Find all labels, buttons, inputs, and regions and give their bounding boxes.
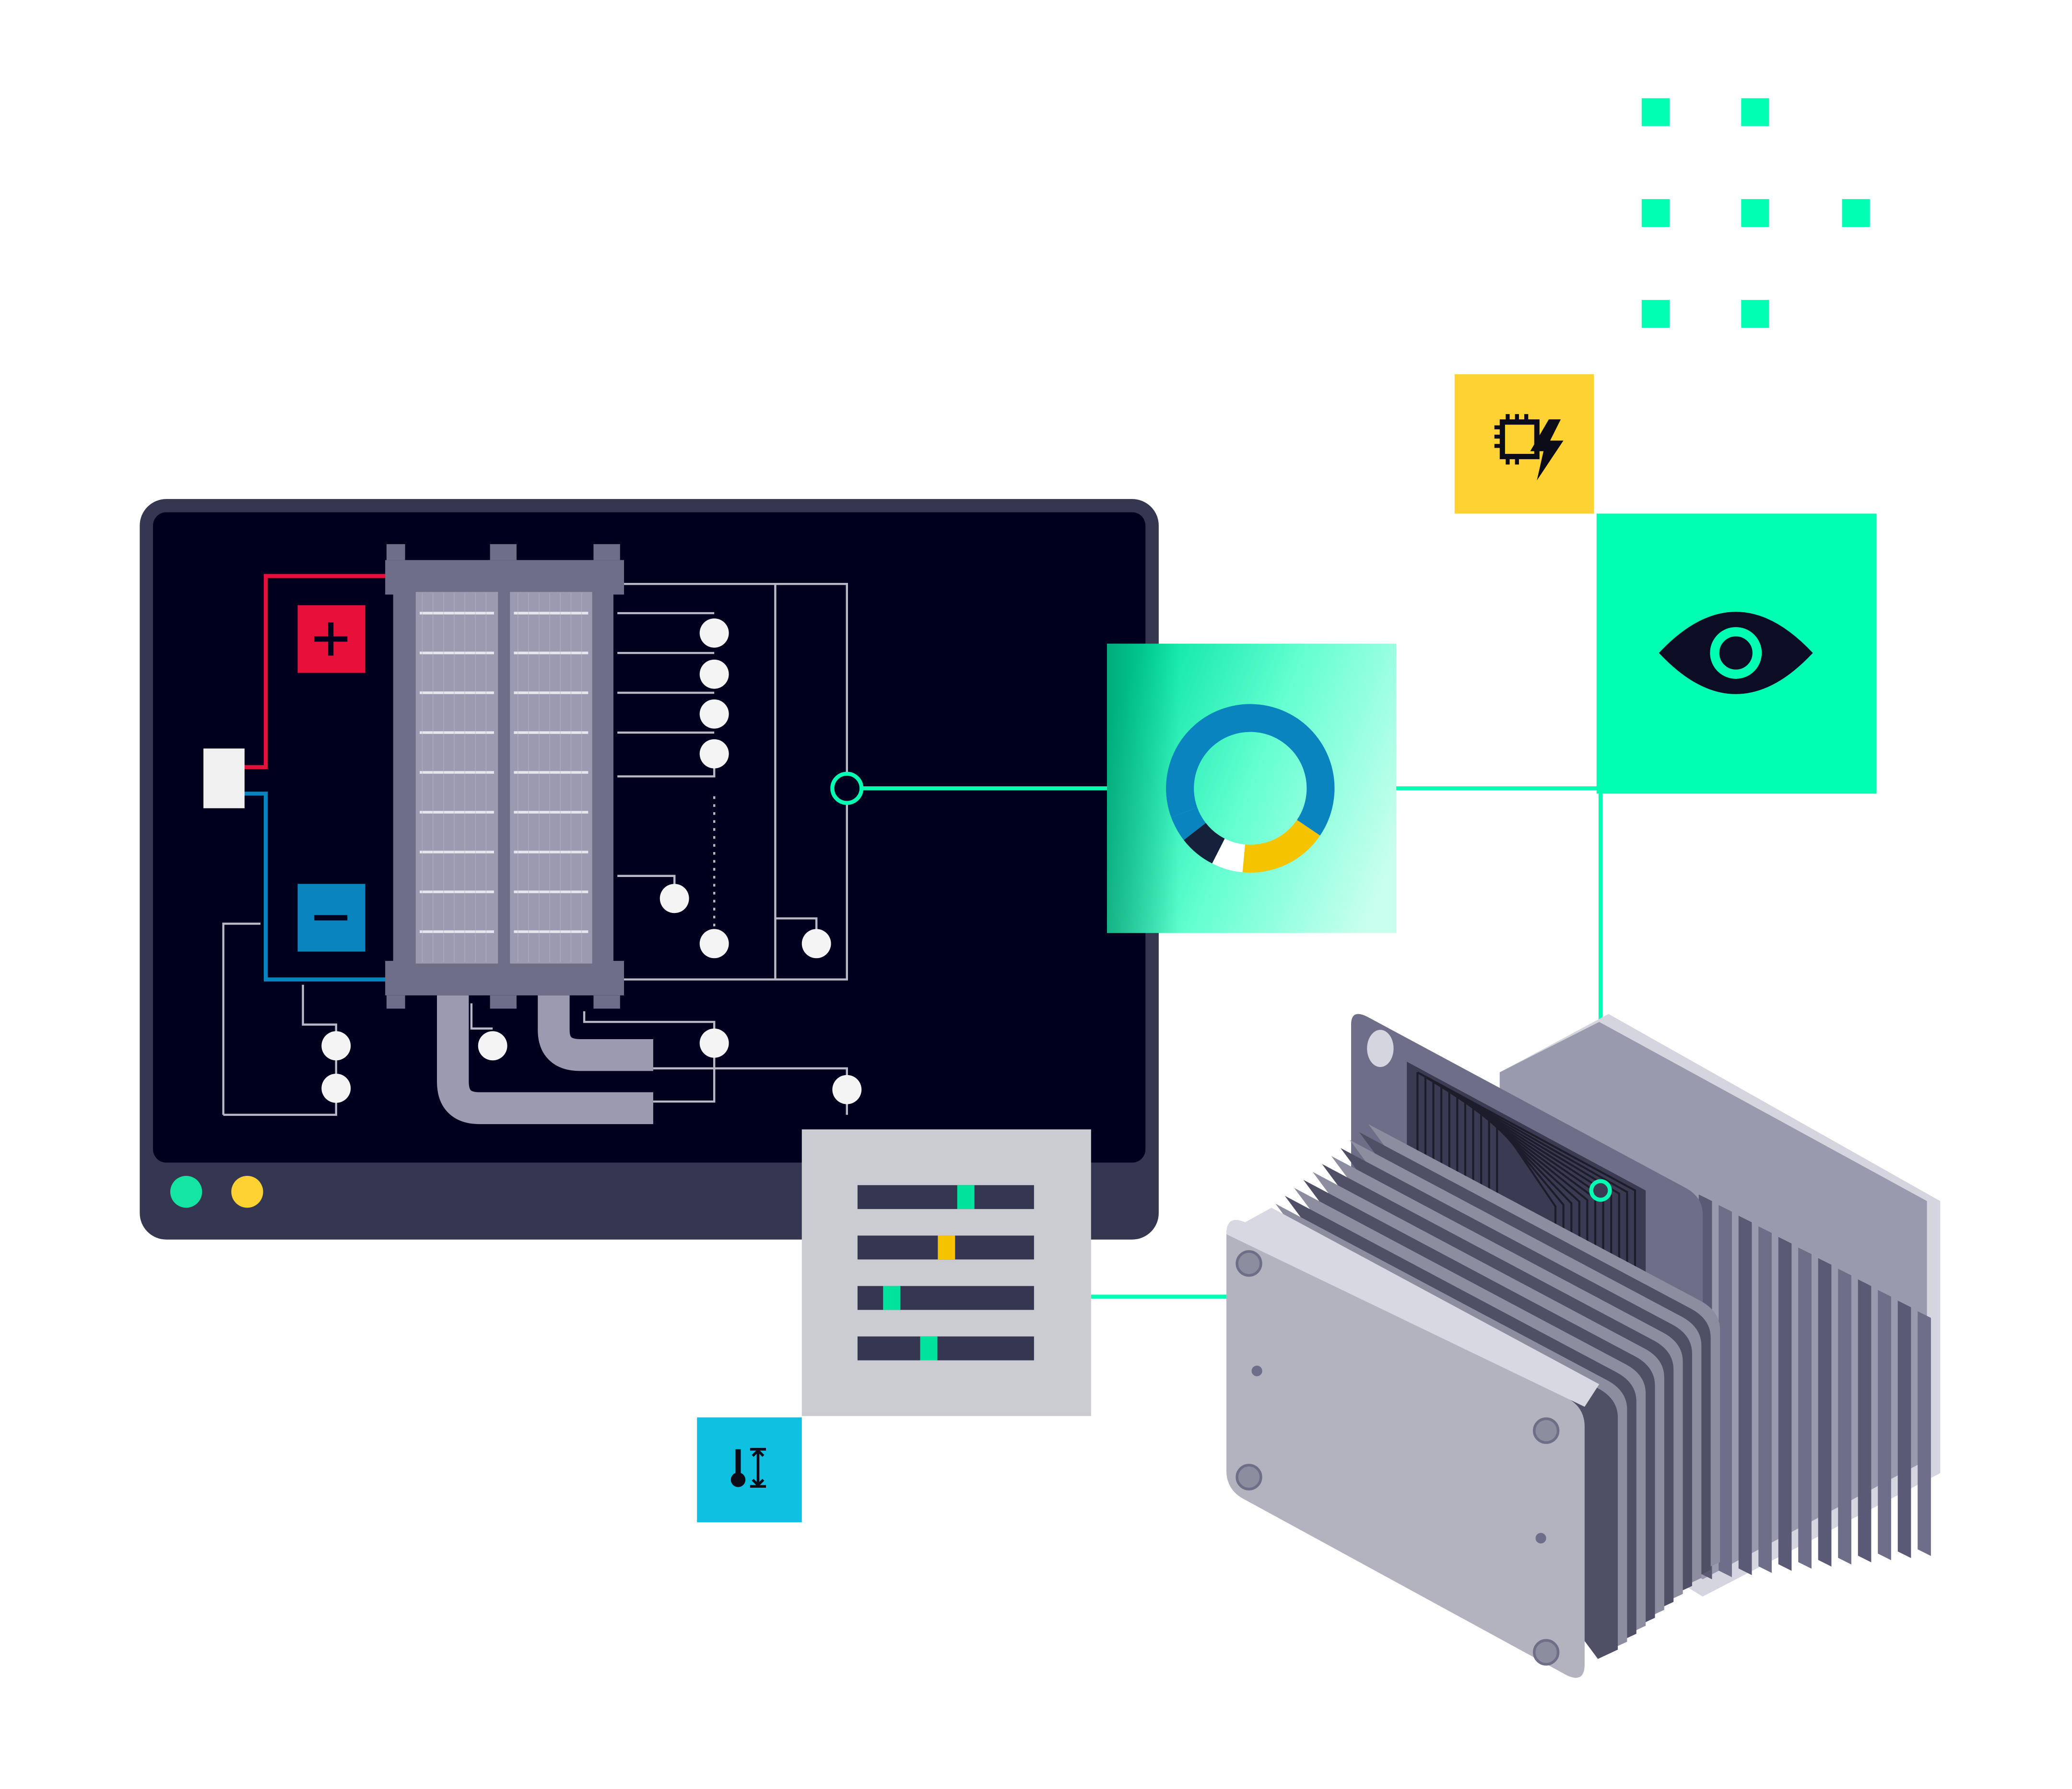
slider-track[interactable] bbox=[857, 1185, 1034, 1209]
coolant-pipe bbox=[538, 995, 653, 1071]
back-fins bbox=[1698, 1194, 1931, 1579]
battery-terminal bbox=[203, 748, 245, 808]
grid-dot bbox=[1741, 199, 1769, 227]
sensor-nodes bbox=[321, 618, 862, 1104]
sensor-node[interactable] bbox=[832, 1075, 862, 1104]
status-dot-yellow-icon[interactable] bbox=[231, 1175, 263, 1208]
end-plate bbox=[1226, 1220, 1585, 1678]
slider-panel bbox=[801, 1129, 1091, 1416]
donut-chart-icon bbox=[1166, 704, 1335, 873]
slider[interactable] bbox=[857, 1235, 1034, 1260]
slider-knob[interactable] bbox=[920, 1336, 938, 1361]
sensor-node[interactable] bbox=[321, 1073, 351, 1103]
grid-dot bbox=[1741, 98, 1769, 126]
plus-icon bbox=[314, 622, 348, 656]
thermometer-range-icon bbox=[730, 1448, 766, 1488]
chip-badge[interactable] bbox=[1454, 374, 1594, 514]
grid-dot bbox=[1842, 199, 1870, 227]
donut-segment bbox=[1166, 704, 1335, 873]
cooling-fin bbox=[1858, 1279, 1872, 1563]
slider-knob[interactable] bbox=[957, 1185, 975, 1209]
slider-knob[interactable] bbox=[883, 1286, 901, 1310]
thermometer-badge[interactable] bbox=[697, 1417, 802, 1522]
sensor-node[interactable] bbox=[478, 1031, 507, 1061]
bolt-icon bbox=[1236, 1464, 1262, 1491]
slider[interactable] bbox=[857, 1336, 1034, 1361]
negative-wire bbox=[243, 792, 388, 982]
stack-ribs bbox=[420, 593, 589, 962]
sensor-node[interactable] bbox=[321, 1031, 351, 1061]
cooling-fin bbox=[1897, 1300, 1911, 1558]
cooling-fin bbox=[1918, 1311, 1931, 1556]
donut-panel[interactable] bbox=[1107, 643, 1397, 933]
grid-dot bbox=[1641, 300, 1670, 328]
cooling-fin bbox=[1719, 1205, 1732, 1577]
slider-knob[interactable] bbox=[938, 1235, 955, 1260]
sensor-node[interactable] bbox=[699, 699, 729, 729]
sensor-node[interactable] bbox=[699, 929, 729, 959]
slider[interactable] bbox=[857, 1286, 1034, 1310]
sensor-node[interactable] bbox=[699, 618, 729, 648]
status-dot-green-icon[interactable] bbox=[170, 1175, 202, 1208]
cooling-fin bbox=[1798, 1247, 1812, 1569]
coolant-pipe bbox=[437, 995, 653, 1125]
cooling-fin bbox=[1778, 1237, 1792, 1571]
grid-dot bbox=[1741, 300, 1769, 328]
bolt-icon bbox=[1532, 1639, 1560, 1666]
wiring bbox=[243, 574, 388, 982]
device-connector-node[interactable] bbox=[1589, 1179, 1612, 1202]
grid-dot bbox=[1641, 98, 1670, 126]
bolt-icon bbox=[1236, 1250, 1262, 1277]
sensor-node[interactable] bbox=[699, 659, 729, 689]
bolt-icon bbox=[1532, 1417, 1560, 1444]
slider-track[interactable] bbox=[857, 1336, 1034, 1361]
cooling-fin bbox=[1878, 1290, 1891, 1561]
sensor-node[interactable] bbox=[699, 739, 729, 769]
bolts bbox=[1236, 1250, 1560, 1666]
sensor-node[interactable] bbox=[801, 929, 831, 959]
monitor bbox=[140, 499, 1159, 1240]
slider-list bbox=[857, 1185, 1034, 1361]
connector-node[interactable] bbox=[830, 771, 864, 805]
fuel-cell-stack bbox=[385, 544, 653, 1125]
positive-wire bbox=[243, 574, 388, 770]
cooling-fin bbox=[1818, 1258, 1832, 1567]
grid-dot bbox=[1641, 199, 1670, 227]
donut-segment bbox=[1166, 704, 1335, 873]
cooling-fin bbox=[1758, 1226, 1772, 1573]
dot-grid bbox=[1641, 98, 1870, 328]
cooling-fin bbox=[1838, 1268, 1851, 1564]
fuel-cell-device bbox=[1226, 1014, 1941, 1678]
chip-lightning-icon bbox=[1494, 414, 1564, 481]
sensor-node[interactable] bbox=[699, 1028, 729, 1058]
eye-panel[interactable] bbox=[1596, 513, 1877, 794]
eye-icon bbox=[1659, 612, 1813, 694]
cooling-fin bbox=[1738, 1215, 1752, 1576]
sensor-node[interactable] bbox=[659, 884, 689, 913]
slider[interactable] bbox=[857, 1185, 1034, 1209]
